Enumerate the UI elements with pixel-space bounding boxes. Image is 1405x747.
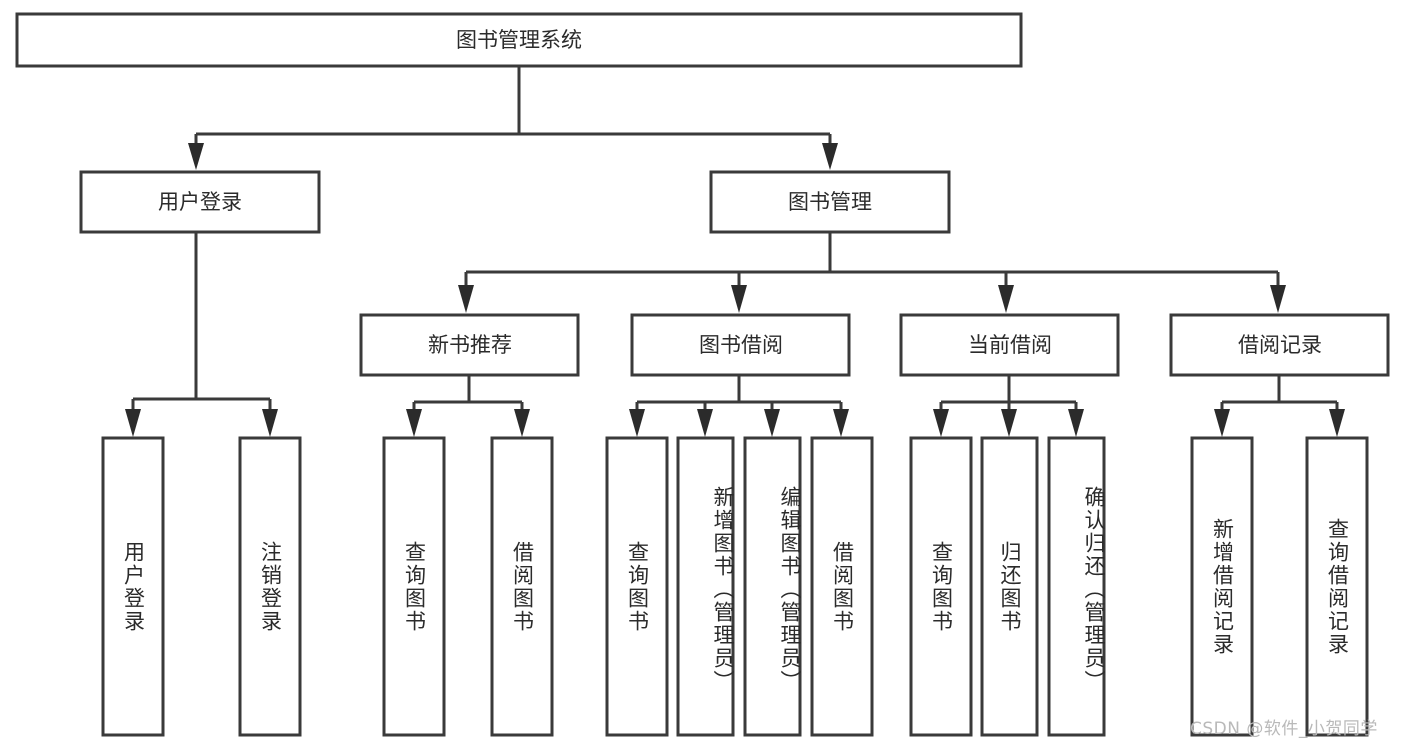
arrow-head-icon xyxy=(514,409,530,437)
leaf-box-query-book-2[interactable] xyxy=(605,436,669,737)
leaf-box-borrow-book-1[interactable] xyxy=(490,436,554,737)
watermark-text: CSDN @软件_小贺同学 xyxy=(1190,719,1378,739)
node-current-borrow-label: 当前借阅 xyxy=(968,333,1052,357)
arrow-head-icon xyxy=(629,409,645,437)
node-book-management-box[interactable] xyxy=(709,170,951,234)
leaf-boxes-current-borrow xyxy=(909,436,1106,737)
leaf-box-user-login[interactable] xyxy=(101,436,165,737)
leaf-boxes-new-book-recommend xyxy=(382,436,554,737)
arrow-head-icon xyxy=(731,285,747,313)
arrow-head-icon xyxy=(262,409,278,437)
leaf-boxes-book-borrow xyxy=(605,436,874,737)
node-user-login-box[interactable] xyxy=(79,170,321,234)
arrow-head-icon xyxy=(764,409,780,437)
node-user-login-label: 用户登录 xyxy=(158,190,242,214)
node-current-borrow[interactable]: 当前借阅 xyxy=(899,313,1120,377)
node-book-management-label: 图书管理 xyxy=(788,190,872,214)
arrow-head-icon xyxy=(458,285,474,313)
node-book-borrow-box[interactable] xyxy=(630,313,851,377)
node-new-book-recommend[interactable]: 新书推荐 xyxy=(359,313,580,377)
node-root-label: 图书管理系统 xyxy=(456,28,582,52)
arrow-head-icon xyxy=(406,409,422,437)
node-book-management[interactable]: 图书管理 xyxy=(709,170,951,234)
connector-currentborrow-to-leaves xyxy=(933,376,1084,437)
arrow-head-icon xyxy=(1214,409,1230,437)
node-borrow-record-label: 借阅记录 xyxy=(1238,333,1322,357)
arrow-head-icon xyxy=(998,285,1014,313)
connector-root-to-level2 xyxy=(188,67,838,170)
connector-borrowrecord-to-leaves xyxy=(1214,376,1345,437)
arrow-head-icon xyxy=(822,143,838,170)
leaf-boxes-borrow-record xyxy=(1190,436,1369,737)
arrow-head-icon xyxy=(1068,409,1084,437)
leaf-box-edit-book-admin[interactable] xyxy=(743,436,802,737)
arrow-head-icon xyxy=(697,409,713,437)
leaf-box-query-book-1[interactable] xyxy=(382,436,446,737)
leaf-box-query-borrow-record[interactable] xyxy=(1305,436,1369,737)
leaf-box-query-book-3[interactable] xyxy=(909,436,973,737)
connector-bookmgmt-to-level3 xyxy=(458,233,1286,313)
node-new-book-recommend-label: 新书推荐 xyxy=(428,333,512,357)
leaf-boxes-user-login xyxy=(101,436,302,737)
connector-newbook-to-leaves xyxy=(406,376,530,437)
leaf-box-add-book-admin[interactable] xyxy=(676,436,735,737)
connector-userlogin-to-leaves xyxy=(125,233,278,437)
leaf-box-return-book[interactable] xyxy=(980,436,1039,737)
leaf-box-add-borrow-record[interactable] xyxy=(1190,436,1254,737)
node-borrow-record-box[interactable] xyxy=(1169,313,1390,377)
node-new-book-recommend-box[interactable] xyxy=(359,313,580,377)
node-root-box[interactable] xyxy=(15,12,1023,68)
node-user-login[interactable]: 用户登录 xyxy=(79,170,321,234)
arrow-head-icon xyxy=(1329,409,1345,437)
node-book-borrow[interactable]: 图书借阅 xyxy=(630,313,851,377)
arrow-head-icon xyxy=(933,409,949,437)
arrow-head-icon xyxy=(125,409,141,437)
leaf-box-logout-login[interactable] xyxy=(238,436,302,737)
node-book-borrow-label: 图书借阅 xyxy=(699,333,783,357)
node-current-borrow-box[interactable] xyxy=(899,313,1120,377)
leaf-box-confirm-return-admin[interactable] xyxy=(1047,436,1106,737)
leaf-box-borrow-book-2[interactable] xyxy=(810,436,874,737)
arrow-head-icon xyxy=(1001,409,1017,437)
node-root-book-management-system[interactable]: 图书管理系统 xyxy=(15,12,1023,68)
connector-bookborrow-to-leaves xyxy=(629,376,849,437)
arrow-head-icon xyxy=(833,409,849,437)
node-borrow-record[interactable]: 借阅记录 xyxy=(1169,313,1390,377)
arrow-head-icon xyxy=(188,143,204,170)
arrow-head-icon xyxy=(1270,285,1286,313)
